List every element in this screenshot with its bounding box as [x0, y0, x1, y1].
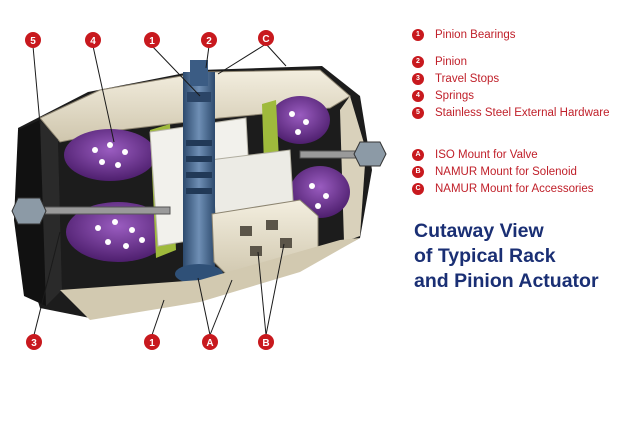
component-legend: 1 Pinion Bearings 2 Pinion 3 Travel Stop…	[412, 26, 610, 121]
legend-label: NAMUR Mount for Solenoid	[435, 165, 577, 178]
callout-label: A	[206, 338, 213, 349]
title-line-3: and Pinion Actuator	[414, 270, 599, 292]
callout-a-bottom: A	[202, 334, 218, 350]
callout-label: 1	[149, 36, 155, 47]
legend-item-pinion: 2 Pinion	[412, 53, 610, 70]
callout-5-top: 5	[25, 32, 41, 48]
callout-label: 2	[206, 36, 212, 47]
legend-item-springs: 4 Springs	[412, 87, 610, 104]
callout-label: 1	[149, 338, 155, 349]
callout-1-top: 1	[144, 32, 160, 48]
legend-item-stainless-hardware: 5 Stainless Steel External Hardware	[412, 104, 610, 121]
callout-3-bottom: 3	[26, 334, 42, 350]
legend-marker: 3	[412, 72, 424, 85]
callout-b-bottom: B	[258, 334, 274, 350]
callout-label: B	[262, 338, 269, 349]
legend-marker: B	[412, 165, 424, 178]
title-line-1: Cutaway View	[414, 220, 544, 242]
legend-label: Travel Stops	[435, 72, 500, 85]
callout-label: C	[262, 34, 269, 45]
legend-item-iso-mount: A ISO Mount for Valve	[412, 146, 594, 163]
legend-item-namur-solenoid: B NAMUR Mount for Solenoid	[412, 163, 594, 180]
leader-lines	[32, 43, 287, 336]
legend-marker: A	[412, 148, 424, 161]
callout-label: 4	[90, 36, 96, 47]
callout-label: 5	[30, 36, 36, 47]
legend-label: Stainless Steel External Hardware	[435, 106, 610, 119]
callout-c-top: C	[258, 30, 274, 46]
legend-item-namur-accessories: C NAMUR Mount for Accessories	[412, 180, 594, 197]
callout-2-top: 2	[201, 32, 217, 48]
legend-marker: C	[412, 182, 424, 195]
legend-item-pinion-bearings: 1 Pinion Bearings	[412, 26, 610, 43]
legend-label: ISO Mount for Valve	[435, 148, 538, 161]
legend-label: Springs	[435, 89, 474, 102]
title-line-2: of Typical Rack	[414, 245, 556, 267]
housing-base	[60, 238, 360, 320]
left-springs	[64, 129, 170, 262]
legend-label: Pinion	[435, 55, 467, 68]
legend-label: Pinion Bearings	[435, 28, 516, 41]
legend-label: NAMUR Mount for Accessories	[435, 182, 594, 195]
travel-stop-bolts	[11, 141, 387, 225]
legend-marker: 2	[412, 55, 424, 68]
mount-legend: A ISO Mount for Valve B NAMUR Mount for …	[412, 146, 594, 197]
figure-title: Cutaway View of Typical Rack and Pinion …	[414, 219, 639, 294]
callout-1-bottom: 1	[144, 334, 160, 350]
legend-item-travel-stops: 3 Travel Stops	[412, 70, 610, 87]
legend-marker: 5	[412, 106, 424, 119]
legend-marker: 1	[412, 28, 424, 41]
callout-label: 3	[31, 338, 37, 349]
legend-marker: 4	[412, 89, 424, 102]
callout-4-top: 4	[85, 32, 101, 48]
cutaway-illustration: 5 4 1 2 C 3 1 A	[11, 30, 387, 350]
